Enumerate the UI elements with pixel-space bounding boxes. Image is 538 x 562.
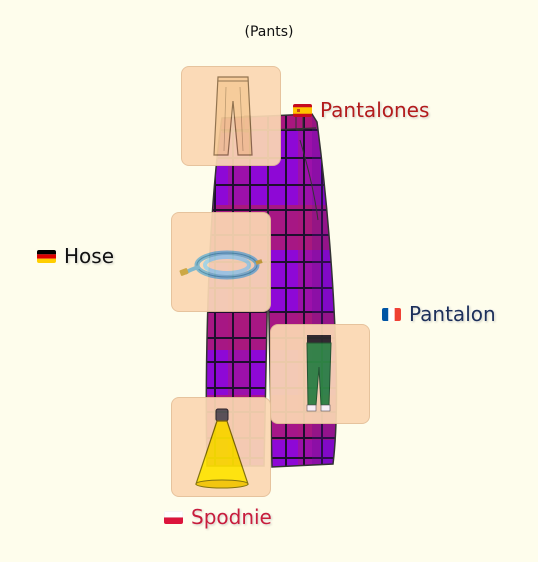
- page-title: (Pants): [244, 24, 294, 40]
- label-text-pl: Spodnie: [191, 505, 272, 529]
- pantalon-card: [270, 324, 370, 424]
- beige-trousers-icon: [213, 76, 253, 156]
- flag-spain-icon: [293, 103, 312, 117]
- flag-france-icon: [382, 307, 401, 321]
- label-text-es: Pantalones: [320, 98, 430, 122]
- flag-poland-icon: [164, 510, 183, 524]
- spodnie-card: [171, 397, 271, 497]
- hose-card: [171, 212, 271, 312]
- label-es: Pantalones: [293, 98, 429, 122]
- label-fr: Pantalon: [382, 302, 496, 326]
- label-pl: Spodnie: [164, 505, 272, 529]
- pantalones-card: [181, 66, 281, 166]
- label-text-de: Hose: [64, 244, 114, 268]
- yellow-spotlight-icon: [195, 408, 249, 489]
- green-pants-person-icon: [306, 335, 332, 412]
- label-de: Hose: [37, 244, 114, 268]
- flag-germany-icon: [37, 249, 56, 263]
- garden-hose-icon: [179, 250, 263, 280]
- label-text-fr: Pantalon: [409, 302, 496, 326]
